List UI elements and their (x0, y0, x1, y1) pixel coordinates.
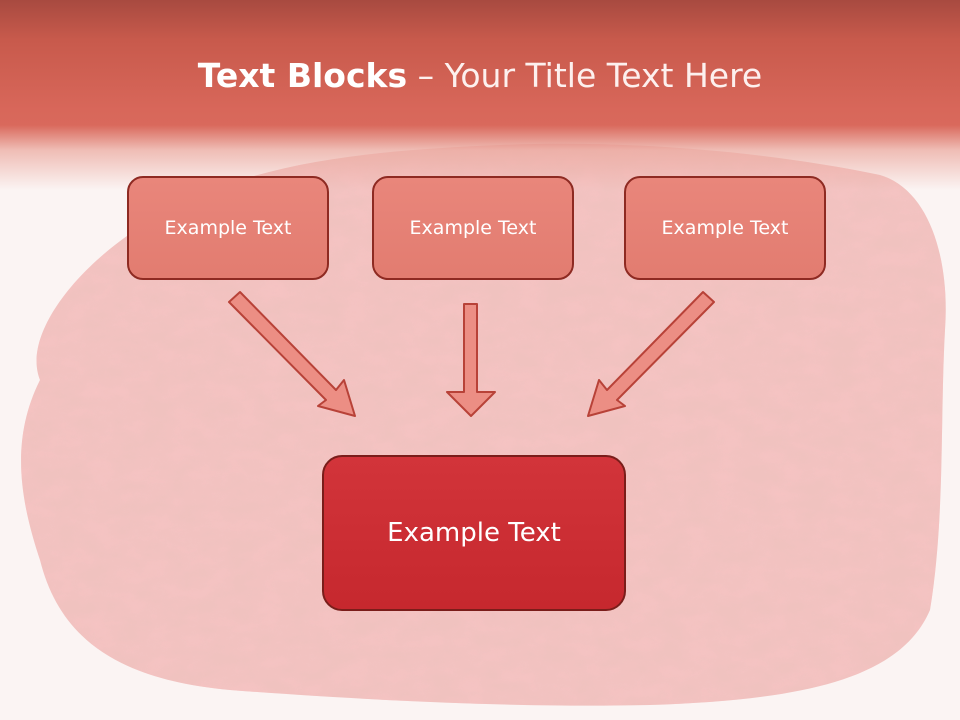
target-text-block-label: Example Text (387, 518, 561, 548)
text-block-3: Example Text (624, 176, 826, 280)
title-rest-part: – Your Title Text Here (407, 56, 763, 95)
text-block-1-label: Example Text (164, 217, 292, 239)
arrow-center-down (446, 303, 496, 417)
page-title: Text Blocks – Your Title Text Here (0, 52, 960, 100)
target-text-block: Example Text (322, 455, 626, 611)
arrow-left-to-center (228, 291, 356, 417)
title-bold-part: Text Blocks (197, 56, 408, 95)
text-block-1: Example Text (127, 176, 329, 280)
text-block-2: Example Text (372, 176, 574, 280)
arrow-right-to-center (587, 291, 715, 417)
text-block-3-label: Example Text (661, 217, 789, 239)
text-block-2-label: Example Text (409, 217, 537, 239)
header-band (0, 0, 960, 190)
